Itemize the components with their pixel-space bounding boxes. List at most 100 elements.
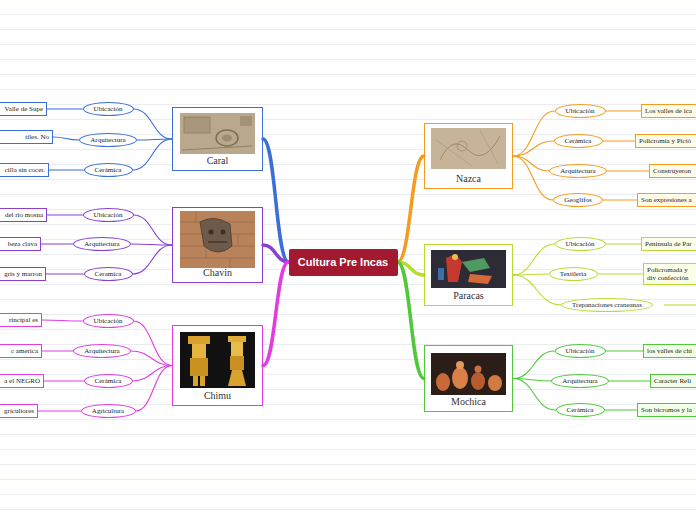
category-oval: Ubicación — [555, 344, 606, 358]
category-oval: Textileria — [549, 267, 598, 281]
culture-box: Mochica — [424, 345, 513, 412]
central-topic: Cultura Pre Incas — [289, 249, 398, 276]
node-label: Son bicromos y la — [641, 406, 692, 414]
culture-box: Chavin — [172, 207, 263, 283]
detail-box: Son bicromos y la — [637, 403, 696, 417]
category-oval: Ubicación — [555, 237, 606, 251]
branch-line — [603, 140, 636, 141]
branch-line — [607, 170, 649, 171]
topic-box-fills — [172, 107, 513, 412]
branch-line — [606, 110, 642, 111]
branch-line — [47, 108, 83, 109]
branch-line — [133, 139, 173, 170]
mochica-picture — [431, 353, 506, 395]
node-label: Ubicación — [94, 317, 123, 325]
branch-line — [605, 409, 638, 410]
branch-line — [263, 139, 289, 262]
node-label: Valle de Supe — [5, 105, 44, 113]
node-label: Policromia y Pictó — [639, 137, 691, 145]
detail-box: Son expresiones a — [637, 193, 696, 207]
category-oval: Ubicación — [555, 104, 606, 118]
node-label: Arquitectura — [84, 240, 119, 248]
node-label: Chimu — [173, 390, 262, 401]
category-oval: Ubicación — [83, 208, 134, 222]
node-label: Agricultura — [92, 407, 124, 415]
chavin-picture — [180, 211, 255, 268]
branch-line — [136, 366, 173, 412]
paracas-picture — [431, 250, 506, 288]
branch-line — [513, 111, 555, 156]
branch-line — [44, 380, 84, 381]
culture-box: Nazca — [424, 123, 513, 189]
detail-box: a el NEGRO — [0, 374, 44, 388]
node-label: Cerámica — [95, 377, 122, 385]
caral-picture — [180, 113, 255, 154]
node-label: Chavin — [173, 267, 262, 278]
node-label: Trepanaciones craneanas — [572, 301, 642, 309]
node-label: Cultura Pre Incas — [298, 256, 388, 268]
node-label: Caracter Reli — [654, 377, 691, 385]
branch-line — [133, 245, 173, 274]
node-label: Arquitectura — [562, 377, 597, 385]
node-label: Mochica — [425, 396, 512, 407]
detail-box: gris y marron — [0, 267, 46, 281]
detail-box: rincipal es — [0, 313, 42, 327]
node-label: Ubicación — [94, 105, 123, 113]
node-label: Cerámica — [95, 166, 122, 174]
branch-line — [49, 169, 84, 170]
branch-line — [42, 320, 83, 321]
node-label: Caral — [173, 155, 262, 166]
node-label: los valles de chi — [647, 347, 692, 355]
detail-box: Policromada y div confección — [643, 263, 696, 285]
category-oval: Ceramica — [84, 267, 133, 281]
branch-line — [598, 273, 644, 274]
category-oval: Arquitectura — [549, 164, 607, 178]
detail-box: del rio mosna — [0, 208, 47, 222]
branch-line — [131, 351, 172, 366]
node-label: Arquitectura — [84, 347, 119, 355]
node-label: Geoglifos — [564, 196, 592, 204]
category-oval: Arquitectura — [79, 133, 137, 147]
branch-line — [513, 275, 561, 305]
branch-line — [513, 274, 549, 275]
detail-box: Valle de Supe — [0, 102, 47, 116]
node-label: Cerámica — [565, 137, 592, 145]
node-label: Ubicación — [566, 240, 595, 248]
node-label: a el NEGRO — [4, 377, 40, 385]
detail-box: los valles de chi — [643, 344, 696, 358]
branch-line — [263, 262, 289, 366]
category-oval: Cerámica — [556, 403, 605, 417]
branch-line — [263, 245, 289, 262]
branch-line — [398, 262, 425, 379]
branch-line — [134, 215, 173, 245]
node-label: rincipal es — [9, 316, 38, 324]
branch-line — [513, 156, 553, 200]
branch-line — [513, 244, 555, 275]
category-oval: Arquitectura — [73, 237, 131, 251]
node-label: del rio mosna — [5, 211, 43, 219]
node-label: Peninsula de Par — [645, 240, 692, 248]
category-oval: Ubicación — [83, 102, 134, 116]
node-label: Nazca — [425, 173, 512, 184]
branch-line — [609, 380, 650, 381]
node-label: Arquitectura — [90, 136, 125, 144]
branch-stub — [664, 304, 696, 305]
branch-line — [53, 137, 79, 140]
node-label: Paracas — [425, 290, 512, 301]
category-oval: Geoglifos — [553, 193, 603, 207]
branch-line — [131, 244, 172, 245]
branch-line — [606, 350, 644, 351]
branch-line — [42, 350, 73, 351]
detail-box: gricultores — [0, 404, 38, 418]
detail-box: tiles. No — [0, 130, 53, 144]
node-label: cilla sin cocer. — [5, 166, 45, 174]
node-label: c america — [11, 347, 38, 355]
category-oval: Arquitectura — [551, 374, 609, 388]
detail-box: beza clava — [0, 237, 41, 251]
branch-line — [41, 243, 73, 244]
detail-box: c america — [0, 344, 42, 358]
branch-line — [603, 199, 637, 200]
branch-line — [513, 379, 556, 411]
category-oval: Ubicación — [83, 314, 134, 328]
